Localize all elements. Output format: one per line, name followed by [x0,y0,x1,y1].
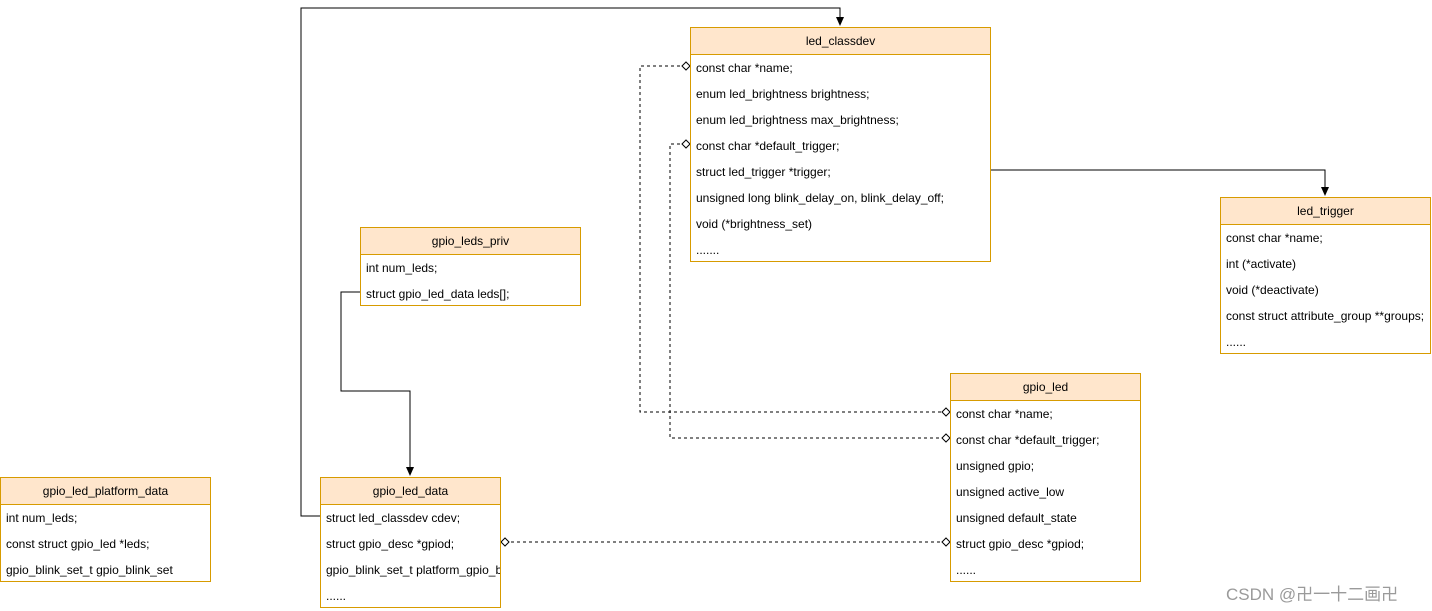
edge-cdev-to-led-classdev [300,7,844,517]
field-ellipsis: ...... [326,589,347,603]
diamond-gpio-led-name [941,407,951,417]
field-default-state: unsigned default_state [956,511,1077,525]
field-deactivate: void (*deactivate) [1226,283,1319,297]
edge-default-trigger-link [669,143,946,439]
field-platform-gpio-blink-set: gpio_blink_set_t platform_gpio_blink_set… [326,563,500,577]
struct-title: led_trigger [1221,198,1430,225]
field-gpio: unsigned gpio; [956,459,1035,473]
struct-gpio-leds-priv[interactable]: gpio_leds_priv int num_leds; struct gpio… [360,227,581,306]
edge-trigger-to-led-trigger [991,169,1329,196]
struct-title: gpio_led_platform_data [1,478,210,505]
field-leds: const struct gpio_led *leds; [6,537,150,551]
diamond-classdev-default-trigger [681,139,691,149]
field-ellipsis: ...... [1226,335,1247,349]
field-num-leds: int num_leds; [366,261,438,275]
field-ellipsis: ...... [956,563,977,577]
field-name: const char *name; [696,61,793,75]
diamond-gpio-led-gpiod [941,537,951,547]
field-leds: struct gpio_led_data leds[]; [366,287,510,301]
field-blink-delay: unsigned long blink_delay_on, blink_dela… [696,191,944,205]
field-brightness: enum led_brightness brightness; [696,87,870,101]
field-cdev: struct led_classdev cdev; [326,511,461,525]
field-name: const char *name; [956,407,1053,421]
field-num-leds: int num_leds; [6,511,78,525]
field-default-trigger: const char *default_trigger; [956,433,1100,447]
diamond-gpio-led-data-gpiod [500,537,510,547]
field-trigger: struct led_trigger *trigger; [696,165,831,179]
field-default-trigger: const char *default_trigger; [696,139,840,153]
struct-title: gpio_led_data [321,478,500,505]
field-ellipsis: ....... [696,243,720,257]
diamond-classdev-name [681,61,691,71]
struct-gpio-led[interactable]: gpio_led const char *name; const char *d… [950,373,1141,582]
field-active-low: unsigned active_low [956,485,1065,499]
field-max-brightness: enum led_brightness max_brightness; [696,113,899,127]
diamond-gpio-led-default-trigger [941,433,951,443]
struct-title: gpio_led [951,374,1140,401]
field-name: const char *name; [1226,231,1323,245]
field-groups: const struct attribute_group **groups; [1226,309,1425,323]
field-brightness-set: void (*brightness_set) [696,217,813,231]
edge-leds-to-gpio-led-data [340,291,414,476]
struct-led-classdev[interactable]: led_classdev const char *name; enum led_… [690,27,991,262]
field-gpiod: struct gpio_desc *gpiod; [326,537,455,551]
watermark: CSDN @卍一十二画卍 [1226,585,1399,604]
struct-title: gpio_leds_priv [361,228,580,255]
field-activate: int (*activate) [1226,257,1297,271]
field-gpiod: struct gpio_desc *gpiod; [956,537,1085,551]
struct-title: led_classdev [691,28,990,55]
struct-gpio-led-platform-data[interactable]: gpio_led_platform_data int num_leds; con… [0,477,211,582]
edge-name-link [639,65,946,413]
struct-gpio-led-data[interactable]: gpio_led_data struct led_classdev cdev; … [320,477,501,608]
struct-led-trigger[interactable]: led_trigger const char *name; int (*acti… [1220,197,1431,354]
field-gpio-blink-set: gpio_blink_set_t gpio_blink_set [6,563,173,577]
